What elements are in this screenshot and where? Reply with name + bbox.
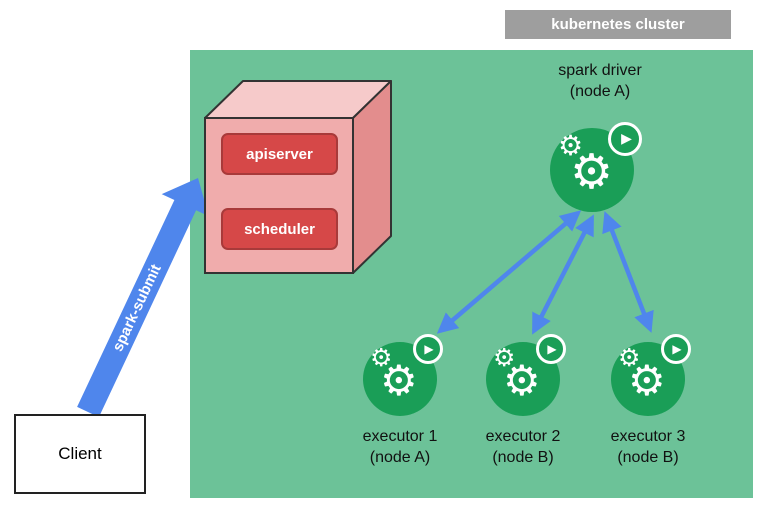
- spark-driver-label: spark driver (node A): [515, 60, 685, 102]
- executor-2-label: executor 2 (node B): [453, 426, 593, 468]
- node-title: executor 2: [485, 428, 561, 445]
- node-subtitle: (node A): [569, 83, 631, 100]
- gear-icon: ⚙: [570, 144, 614, 200]
- play-icon: ▶: [547, 342, 557, 356]
- gear-icon: ⚙: [370, 343, 393, 372]
- play-icon: ▶: [424, 342, 434, 356]
- node-subtitle: (node A): [369, 449, 431, 466]
- kubernetes-cluster-label: kubernetes cluster: [505, 10, 731, 39]
- play-icon: ▶: [621, 131, 632, 147]
- node-subtitle: (node B): [492, 449, 554, 466]
- gear-icon: ⚙: [380, 356, 418, 405]
- gear-icon: ⚙: [503, 356, 541, 405]
- node-title: executor 1: [362, 428, 438, 445]
- spark-submit-label: spark-submit: [109, 262, 164, 354]
- node-title: spark driver: [558, 62, 642, 79]
- gear-icon: ⚙: [558, 129, 584, 162]
- node-subtitle: (node B): [617, 449, 679, 466]
- spark-driver-icon: ⚙ ⚙ ▶: [550, 122, 650, 218]
- scheduler-box: scheduler: [221, 208, 338, 250]
- executor-3-icon: ⚙ ⚙ ▶: [611, 334, 701, 426]
- play-badge: ▶: [608, 122, 642, 156]
- node-title: executor 3: [610, 428, 686, 445]
- executor-3-label: executor 3 (node B): [578, 426, 718, 468]
- executor-1-label: executor 1 (node A): [330, 426, 470, 468]
- play-icon: ▶: [672, 342, 682, 356]
- executor-1-icon: ⚙ ⚙ ▶: [363, 334, 453, 426]
- executor-2-icon: ⚙ ⚙ ▶: [486, 334, 576, 426]
- gear-icon: ⚙: [618, 343, 641, 372]
- play-badge: ▶: [413, 334, 443, 364]
- play-badge: ▶: [661, 334, 691, 364]
- apiserver-box: apiserver: [221, 133, 338, 175]
- client-box: Client: [14, 414, 146, 494]
- client-label: Client: [58, 444, 102, 463]
- gear-icon: ⚙: [493, 343, 516, 372]
- play-badge: ▶: [536, 334, 566, 364]
- gear-icon: ⚙: [628, 356, 666, 405]
